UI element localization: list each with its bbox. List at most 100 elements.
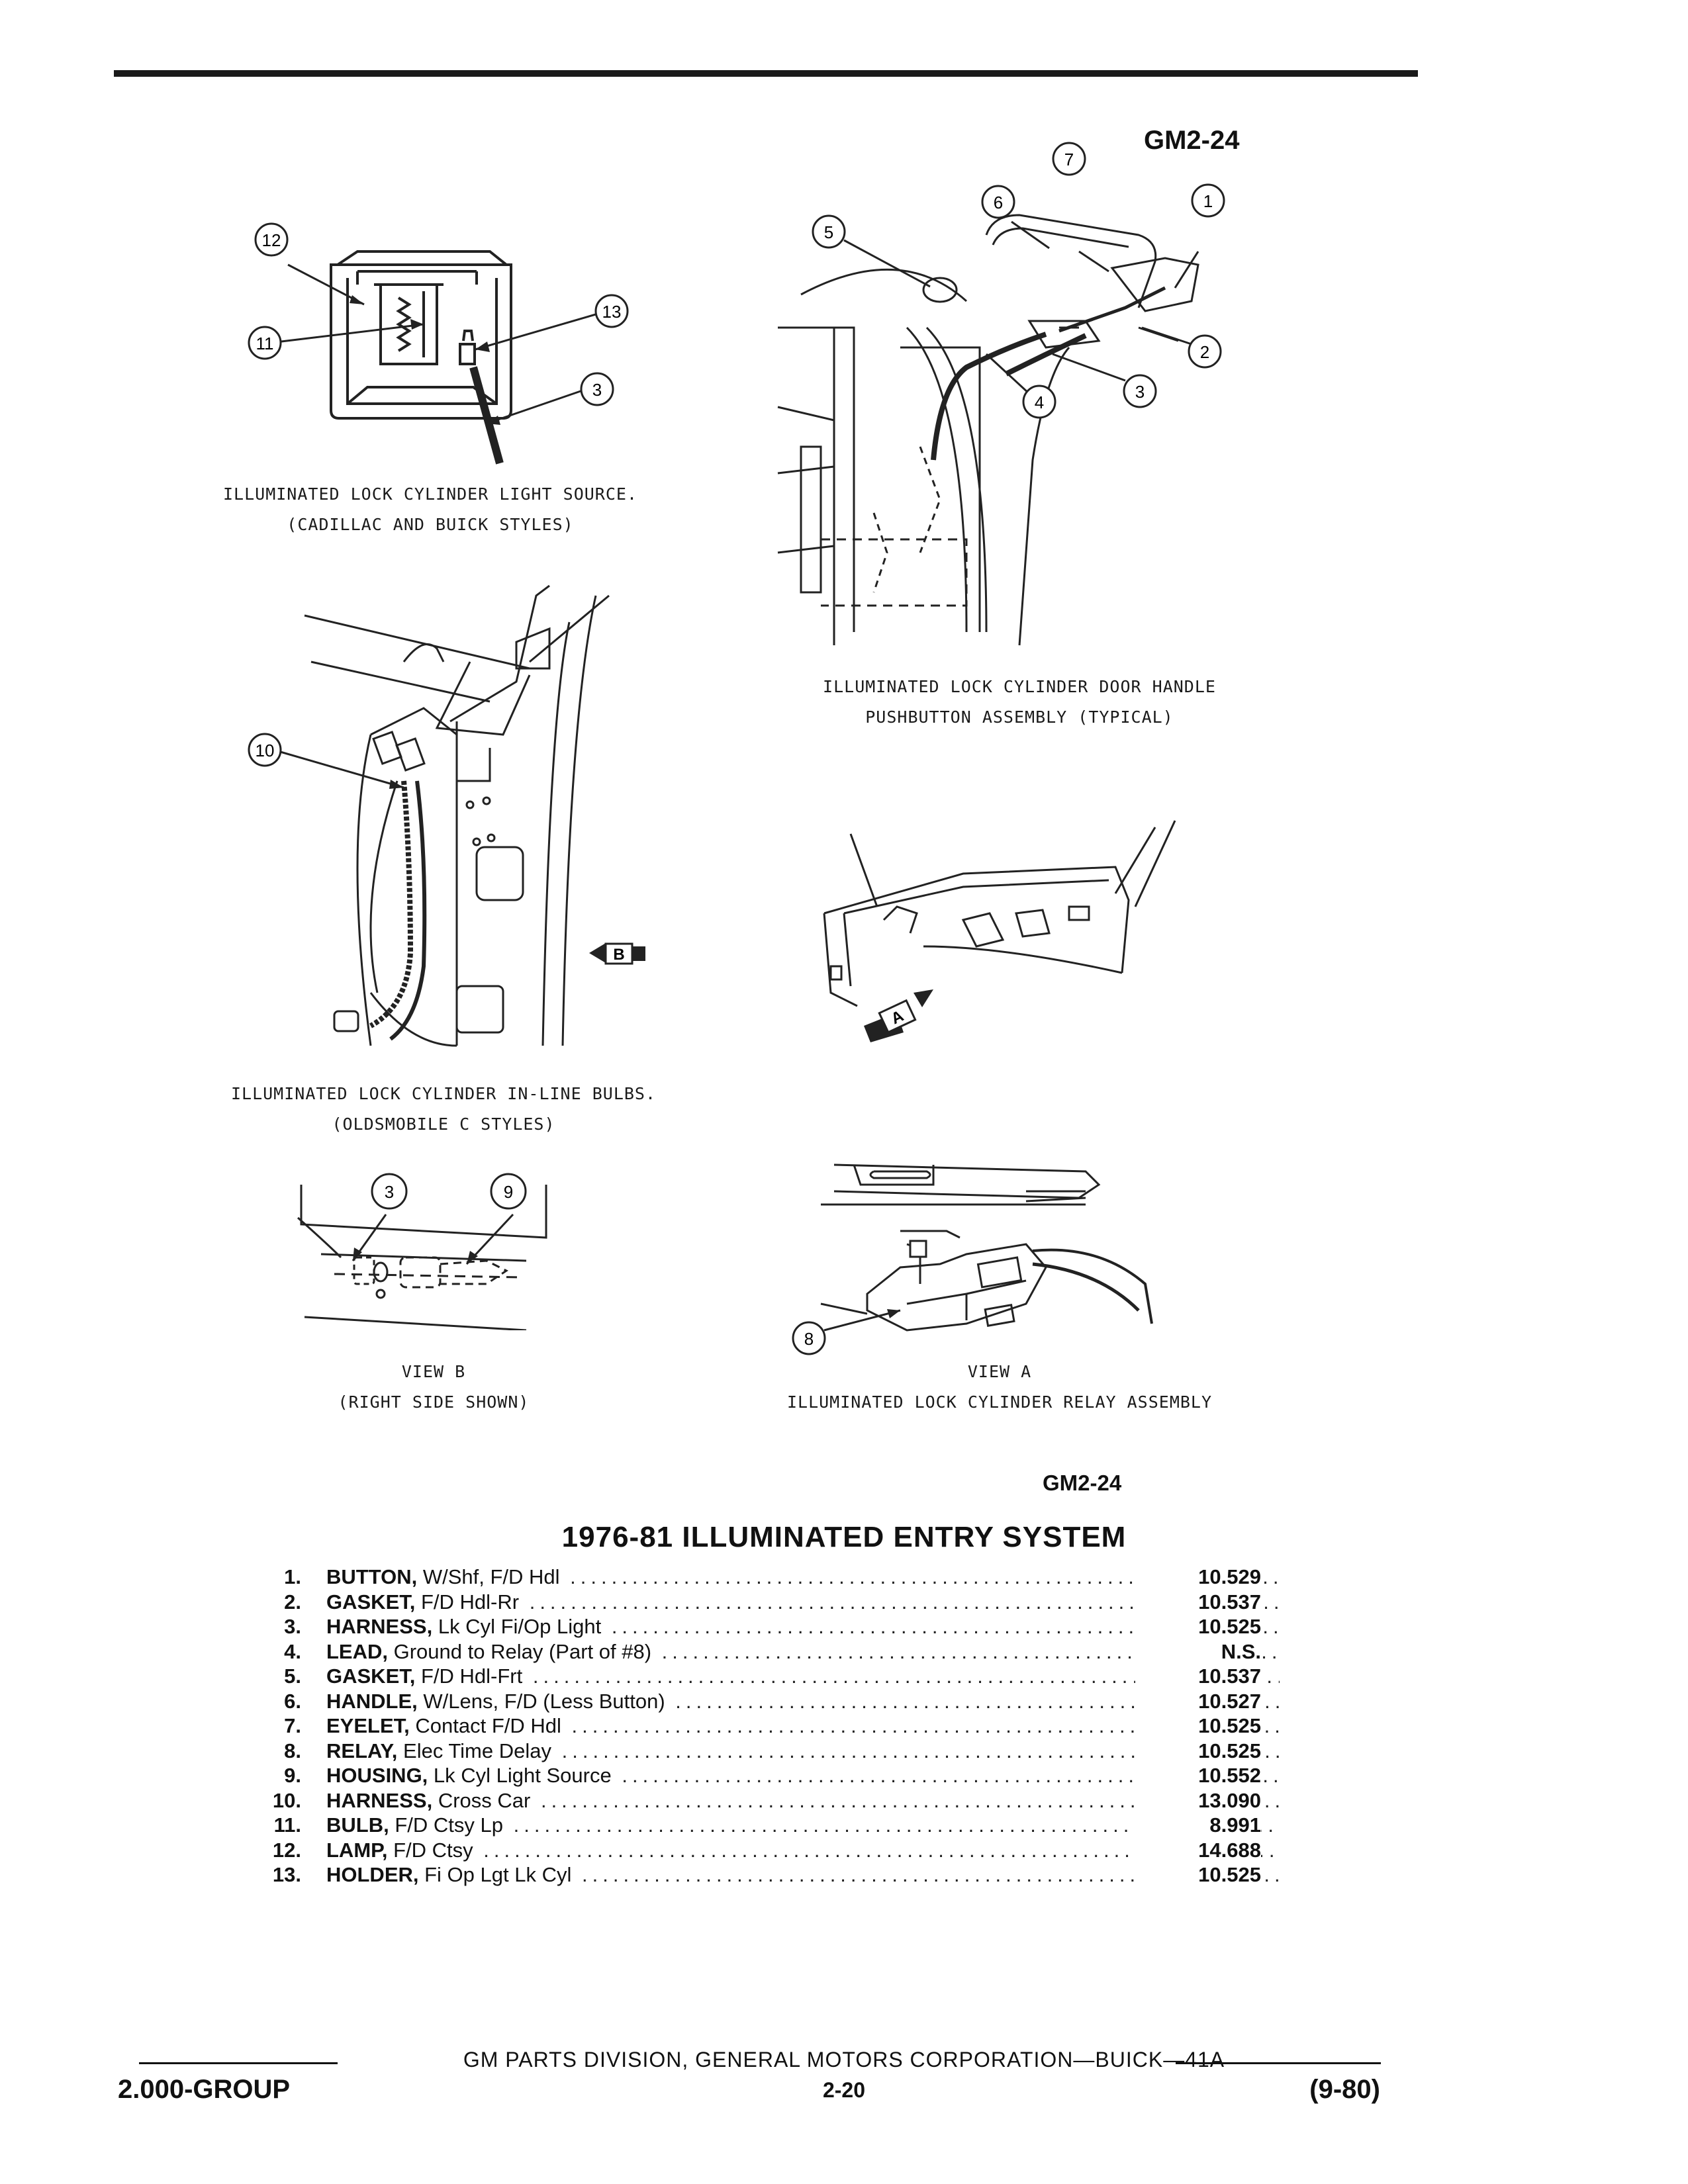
footer-rule-right bbox=[1176, 2062, 1381, 2064]
top-rule bbox=[114, 70, 1418, 77]
caption-door-handle: ILLUMINATED LOCK CYLINDER DOOR HANDLE PU… bbox=[823, 677, 1216, 727]
caption-view-a: VIEW A ILLUMINATED LOCK CYLINDER RELAY A… bbox=[786, 1362, 1213, 1412]
part-detail: F/D Hdl-Frt bbox=[420, 1664, 523, 1688]
svg-text:5: 5 bbox=[824, 222, 833, 242]
part-number: 3. bbox=[284, 1615, 301, 1638]
door-handle-illustration: 6 5 7 1 2 3 4 bbox=[777, 142, 1225, 646]
part-code: 10.537 bbox=[1135, 1664, 1261, 1689]
part-number: 8. bbox=[284, 1739, 301, 1762]
caption-inline-bulbs: ILLUMINATED LOCK CYLINDER IN-LINE BULBS.… bbox=[230, 1084, 657, 1134]
part-name: HANDLE, bbox=[326, 1689, 418, 1713]
part-detail: Lk Cyl Light Source bbox=[433, 1764, 612, 1787]
part-name: BULB, bbox=[326, 1813, 389, 1837]
parts-list-row: 13.HOLDER, Fi Op Lgt Lk Cyl ............… bbox=[261, 1862, 1280, 1888]
caption-view-b: VIEW B (RIGHT SIDE SHOWN) bbox=[338, 1362, 530, 1412]
figure-code-top: GM2-24 bbox=[1144, 126, 1240, 155]
part-number: 2. bbox=[284, 1590, 301, 1614]
part-code: 10.527 bbox=[1135, 1688, 1261, 1713]
part-detail: Ground to Relay (Part of #8) bbox=[393, 1639, 652, 1663]
view-b-marker: B bbox=[589, 942, 645, 965]
part-number: 1. bbox=[284, 1565, 301, 1588]
part-code: 14.688 bbox=[1135, 1837, 1261, 1862]
svg-text:1: 1 bbox=[1203, 191, 1213, 211]
svg-text:B: B bbox=[613, 946, 624, 964]
svg-text:3: 3 bbox=[592, 380, 602, 400]
callout-5: 5 bbox=[812, 214, 846, 249]
parts-list-row: 8.RELAY, Elec Time Delay ...............… bbox=[261, 1738, 1280, 1763]
svg-text:3: 3 bbox=[1135, 382, 1145, 402]
part-name: HARNESS, bbox=[326, 1788, 433, 1812]
part-code: 10.529 bbox=[1135, 1565, 1261, 1590]
parts-list-row: 9.HOUSING, Lk Cyl Light Source .........… bbox=[261, 1763, 1280, 1788]
part-detail: F/D Ctsy Lp bbox=[395, 1813, 503, 1837]
parts-list-row: 10.HARNESS, Cross Car ..................… bbox=[261, 1788, 1280, 1813]
part-code: 13.090 bbox=[1135, 1788, 1261, 1813]
caption-light-source: ILLUMINATED LOCK CYLINDER LIGHT SOURCE. … bbox=[223, 484, 637, 534]
part-number: 4. bbox=[284, 1639, 301, 1663]
parts-list-row: 4.LEAD, Ground to Relay (Part of #8) ...… bbox=[261, 1639, 1280, 1664]
part-name: BUTTON, bbox=[326, 1565, 418, 1588]
svg-text:10: 10 bbox=[256, 741, 275, 760]
view-a-relay-illustration: 8 bbox=[792, 1163, 1153, 1355]
callout-1: 1 bbox=[1191, 183, 1225, 218]
part-code: 10.552 bbox=[1135, 1763, 1261, 1788]
part-detail: Lk Cyl Fi/Op Light bbox=[438, 1615, 602, 1638]
part-code: 8.991 bbox=[1135, 1813, 1261, 1838]
part-name: HOLDER, bbox=[326, 1863, 419, 1886]
part-code: 10.525 bbox=[1135, 1862, 1261, 1888]
part-number: 12. bbox=[272, 1838, 301, 1862]
part-detail: F/D Ctsy bbox=[393, 1838, 473, 1862]
svg-text:2: 2 bbox=[1200, 342, 1209, 362]
figure-code-bottom: GM2-24 bbox=[1043, 1471, 1122, 1495]
callout-13: 13 bbox=[594, 294, 629, 328]
callout-3b: 3 bbox=[1123, 374, 1157, 408]
svg-text:4: 4 bbox=[1035, 392, 1044, 412]
footer-page-number: 2-20 bbox=[822, 2078, 866, 2102]
part-detail: Fi Op Lgt Lk Cyl bbox=[424, 1863, 572, 1886]
light-source-illustration: 12 11 13 3 bbox=[248, 222, 629, 465]
part-name: RELAY, bbox=[326, 1739, 398, 1762]
callout-7: 7 bbox=[1052, 142, 1086, 176]
parts-list: 1.BUTTON, W/Shf, F/D Hdl ...............… bbox=[261, 1565, 1280, 1888]
part-name: HARNESS, bbox=[326, 1615, 433, 1638]
part-number: 11. bbox=[273, 1813, 301, 1837]
parts-list-row: 11.BULB, F/D Ctsy Lp ...................… bbox=[261, 1813, 1280, 1838]
part-code: 10.525 bbox=[1135, 1738, 1261, 1763]
part-number: 7. bbox=[284, 1714, 301, 1737]
parts-list-row: 3.HARNESS, Lk Cyl Fi/Op Light ..........… bbox=[261, 1614, 1280, 1639]
svg-text:9: 9 bbox=[504, 1182, 513, 1202]
callout-8: 8 bbox=[792, 1321, 826, 1355]
parts-list-row: 2.GASKET, F/D Hdl-Rr ...................… bbox=[261, 1589, 1280, 1614]
parts-list-row: 1.BUTTON, W/Shf, F/D Hdl ...............… bbox=[261, 1565, 1280, 1590]
parts-list-row: 5.GASKET, F/D Hdl-Frt ..................… bbox=[261, 1664, 1280, 1689]
part-detail: W/Shf, F/D Hdl bbox=[422, 1565, 560, 1588]
part-code: 10.525 bbox=[1135, 1614, 1261, 1639]
callout-2: 2 bbox=[1188, 334, 1222, 369]
part-name: GASKET, bbox=[326, 1664, 416, 1688]
footer-rule-left bbox=[139, 2062, 338, 2064]
parts-list-row: 12.LAMP, F/D Ctsy ......................… bbox=[261, 1837, 1280, 1862]
part-code: 10.537 bbox=[1135, 1589, 1261, 1614]
part-detail: Elec Time Delay bbox=[403, 1739, 551, 1762]
callout-4: 4 bbox=[1022, 385, 1056, 419]
svg-text:13: 13 bbox=[602, 302, 622, 322]
view-a-marker: A bbox=[864, 989, 933, 1042]
parts-list-row: 7.EYELET, Contact F/D Hdl ..............… bbox=[261, 1713, 1280, 1739]
footer-division: GM PARTS DIVISION, GENERAL MOTORS CORPOR… bbox=[463, 2048, 1225, 2071]
callout-11: 11 bbox=[248, 326, 282, 360]
part-name: LAMP, bbox=[326, 1838, 388, 1862]
callout-3: 3 bbox=[580, 372, 614, 406]
view-b-illustration: 3 9 bbox=[297, 1173, 547, 1330]
part-number: 9. bbox=[284, 1764, 301, 1787]
footer-date: (9-80) bbox=[1309, 2075, 1380, 2104]
parts-list-title: 1976-81 ILLUMINATED ENTRY SYSTEM bbox=[561, 1521, 1127, 1553]
part-detail: W/Lens, F/D (Less Button) bbox=[423, 1689, 665, 1713]
part-name: EYELET, bbox=[326, 1714, 410, 1737]
part-name: GASKET, bbox=[326, 1590, 416, 1614]
inline-bulbs-illustration: 10 B bbox=[248, 584, 645, 1047]
part-detail: Cross Car bbox=[438, 1788, 531, 1812]
callout-9: 9 bbox=[490, 1173, 527, 1210]
callout-12: 12 bbox=[254, 222, 289, 257]
part-detail: Contact F/D Hdl bbox=[415, 1714, 561, 1737]
svg-text:3: 3 bbox=[385, 1182, 394, 1202]
